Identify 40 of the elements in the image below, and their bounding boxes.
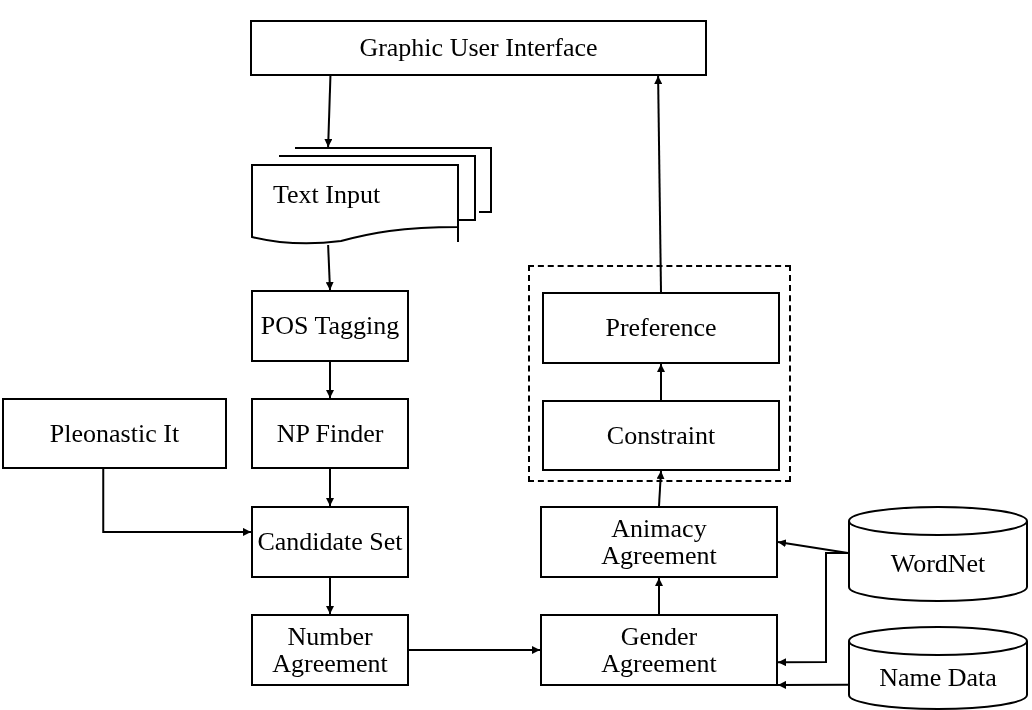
process-box: [251, 398, 409, 469]
database-cylinder: [848, 625, 1028, 709]
process-box: [542, 292, 780, 364]
node-label: Gender Agreement: [600, 622, 718, 678]
arrow: [326, 361, 334, 399]
process-box: [542, 400, 780, 471]
process-box: [251, 614, 409, 686]
arrow: [657, 363, 665, 401]
process-box: [540, 506, 778, 578]
process-box: [540, 614, 778, 686]
process-box: [251, 290, 409, 362]
arrow: [325, 244, 334, 291]
database-cylinder: [848, 505, 1028, 601]
arrow: [326, 577, 334, 615]
process-box: [250, 20, 707, 76]
arrow: [777, 552, 849, 667]
arrow: [102, 468, 252, 536]
arrow: [326, 468, 334, 507]
node-label: POS Tagging: [260, 312, 400, 340]
node-label: Pleonastic It: [49, 419, 180, 448]
node-label: Name Data: [879, 664, 997, 692]
node-label: WordNet: [890, 550, 986, 578]
process-box: [2, 398, 227, 469]
document-stack: [251, 147, 492, 245]
arrow: [654, 75, 663, 293]
node-label: Animacy Agreement: [600, 514, 718, 570]
arrow: [324, 75, 333, 148]
node-label: Preference: [605, 314, 717, 342]
arrow: [655, 577, 663, 615]
node-label: NP Finder: [276, 419, 384, 448]
arrow: [408, 646, 541, 654]
node-label: Graphic User Interface: [359, 34, 598, 62]
arrow: [656, 470, 665, 507]
node-label: Number Agreement: [271, 622, 389, 678]
dashed-group-box: [528, 265, 791, 482]
node-label: Constraint: [606, 421, 716, 450]
node-label: Text Input: [273, 181, 381, 209]
process-box: [251, 506, 409, 578]
node-label: Candidate Set: [257, 528, 403, 556]
arrow: [777, 680, 849, 689]
